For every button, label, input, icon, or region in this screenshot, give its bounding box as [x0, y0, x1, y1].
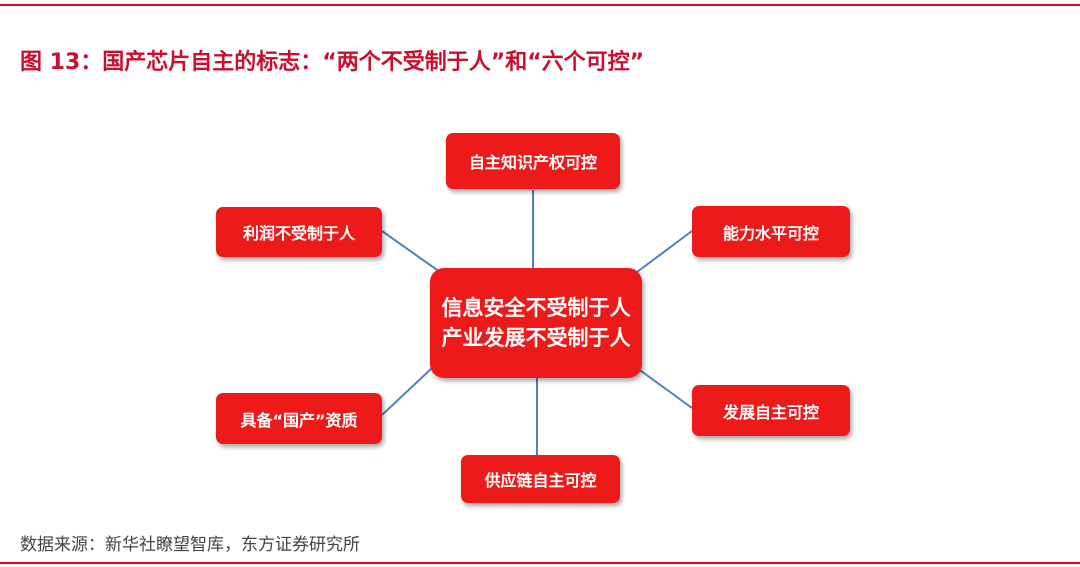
center-line-2: 产业发展不受制于人	[441, 326, 631, 350]
connector-profit	[381, 230, 441, 273]
connector-qualification	[381, 367, 433, 416]
node-profit: 利润不受制于人	[216, 207, 382, 257]
node-qualification-label: 具备“国产”资质	[240, 410, 358, 430]
node-supply-chain: 供应链自主可控	[461, 455, 620, 503]
figure-title: 图 13：国产芯片自主的标志：“两个不受制于人”和“六个可控”	[20, 50, 645, 75]
node-development: 发展自主可控	[692, 385, 850, 436]
connector-capability	[636, 230, 693, 273]
node-ip-controllable: 自主知识产权可控	[446, 133, 620, 189]
node-profit-label: 利润不受制于人	[242, 224, 355, 243]
source-note: 数据来源：新华社瞭望智库，东方证券研究所	[20, 535, 360, 555]
node-supply-chain-label: 供应链自主可控	[484, 471, 597, 490]
node-capability-label: 能力水平可控	[722, 223, 819, 243]
connector-development	[636, 367, 693, 409]
node-qualification: 具备“国产”资质	[216, 393, 382, 444]
bottom-rule	[0, 562, 1080, 564]
top-rule	[0, 4, 1080, 6]
node-center: 信息安全不受制于人 产业发展不受制于人	[430, 268, 642, 378]
node-development-label: 发展自主可控	[722, 402, 819, 422]
center-line-1: 信息安全不受制于人	[441, 296, 631, 320]
node-ip-label: 自主知识产权可控	[468, 153, 597, 172]
node-capability: 能力水平可控	[692, 206, 850, 257]
